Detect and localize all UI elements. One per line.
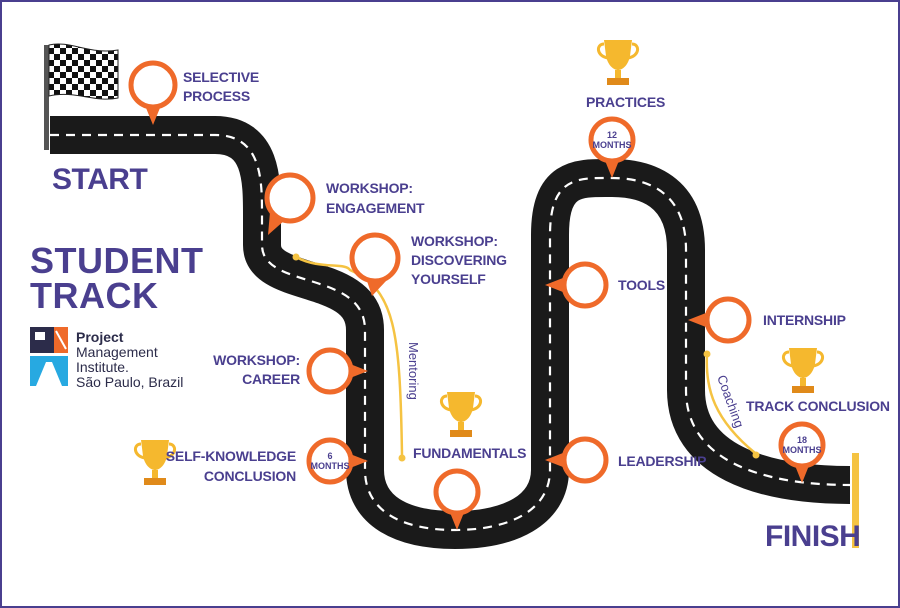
milestone-pin-workshop-discovering (349, 232, 401, 296)
road (50, 116, 851, 549)
milestone-pin-selective-process (128, 60, 178, 125)
milestone-pin-leadership (545, 436, 609, 484)
eighteen-months-unit: MONTHS (783, 445, 822, 455)
label-fundamentals: FUNDAMENTALS (413, 445, 526, 461)
finish-post-icon (852, 453, 859, 548)
label-workshop-discovering-3: YOURSELF (411, 271, 486, 287)
twelve-months-number: 12 (607, 130, 617, 140)
mentoring-thread-end (398, 454, 406, 462)
coaching-label: Coaching (714, 373, 747, 430)
label-practices: PRACTICES (586, 94, 665, 110)
trophy-icon (782, 348, 824, 393)
milestone-pin-tools (545, 261, 609, 309)
eighteen-months-number: 18 (797, 435, 807, 445)
mentoring-thread-start (292, 253, 300, 261)
label-self-knowledge-2: CONCLUSION (204, 468, 296, 484)
coaching-thread-start (703, 350, 711, 358)
coaching-thread-end (752, 451, 760, 459)
six-months-number: 6 (327, 451, 332, 461)
coaching-thread (705, 352, 757, 455)
logo-line-2: Management (76, 344, 158, 360)
milestone-pin-internship (688, 296, 752, 344)
label-selective-process-1: SELECTIVE (183, 69, 259, 85)
milestone-pin-fundamentals (433, 468, 481, 530)
logo-line-1: Project (76, 329, 124, 345)
milestone-pin-six-months: 6 MONTHS (306, 437, 368, 485)
checkered-flag-icon (44, 43, 119, 150)
logo-line-3: Institute. (76, 359, 129, 375)
milestone-pin-eighteen-months: 18 MONTHS (778, 421, 826, 483)
label-tools: TOOLS (618, 277, 665, 293)
title-line-2: TRACK (30, 275, 158, 316)
twelve-months-unit: MONTHS (593, 140, 632, 150)
trophy-icon (440, 392, 482, 437)
trophy-icon (597, 40, 639, 85)
label-self-knowledge-1: SELF-KNOWLEDGE (166, 448, 296, 464)
label-workshop-career-1: WORKSHOP: (213, 352, 300, 368)
logo-line-4: São Paulo, Brazil (76, 374, 183, 390)
milestone-pin-workshop-engagement (264, 172, 316, 235)
label-internship: INTERNSHIP (763, 312, 846, 328)
label-workshop-engagement-2: ENGAGEMENT (326, 200, 425, 216)
label-workshop-career-2: CAREER (242, 371, 300, 387)
mentoring-label: Mentoring (406, 342, 421, 400)
label-track-conclusion: TRACK CONCLUSION (746, 398, 890, 414)
milestone-pin-twelve-months: 12 MONTHS (588, 116, 636, 178)
six-months-unit: MONTHS (311, 461, 350, 471)
label-leadership: LEADERSHIP (618, 453, 706, 469)
finish-label: FINISH (765, 520, 860, 553)
milestone-pin-workshop-career (306, 347, 368, 395)
title-line-1: STUDENT (30, 240, 204, 281)
start-label: START (52, 163, 147, 196)
label-workshop-discovering-2: DISCOVERING (411, 252, 507, 268)
trophy-icon (134, 440, 176, 485)
label-workshop-discovering-1: WORKSHOP: (411, 233, 498, 249)
label-workshop-engagement-1: WORKSHOP: (326, 180, 413, 196)
pmi-logo-icon (30, 327, 68, 386)
label-selective-process-2: PROCESS (183, 88, 250, 104)
